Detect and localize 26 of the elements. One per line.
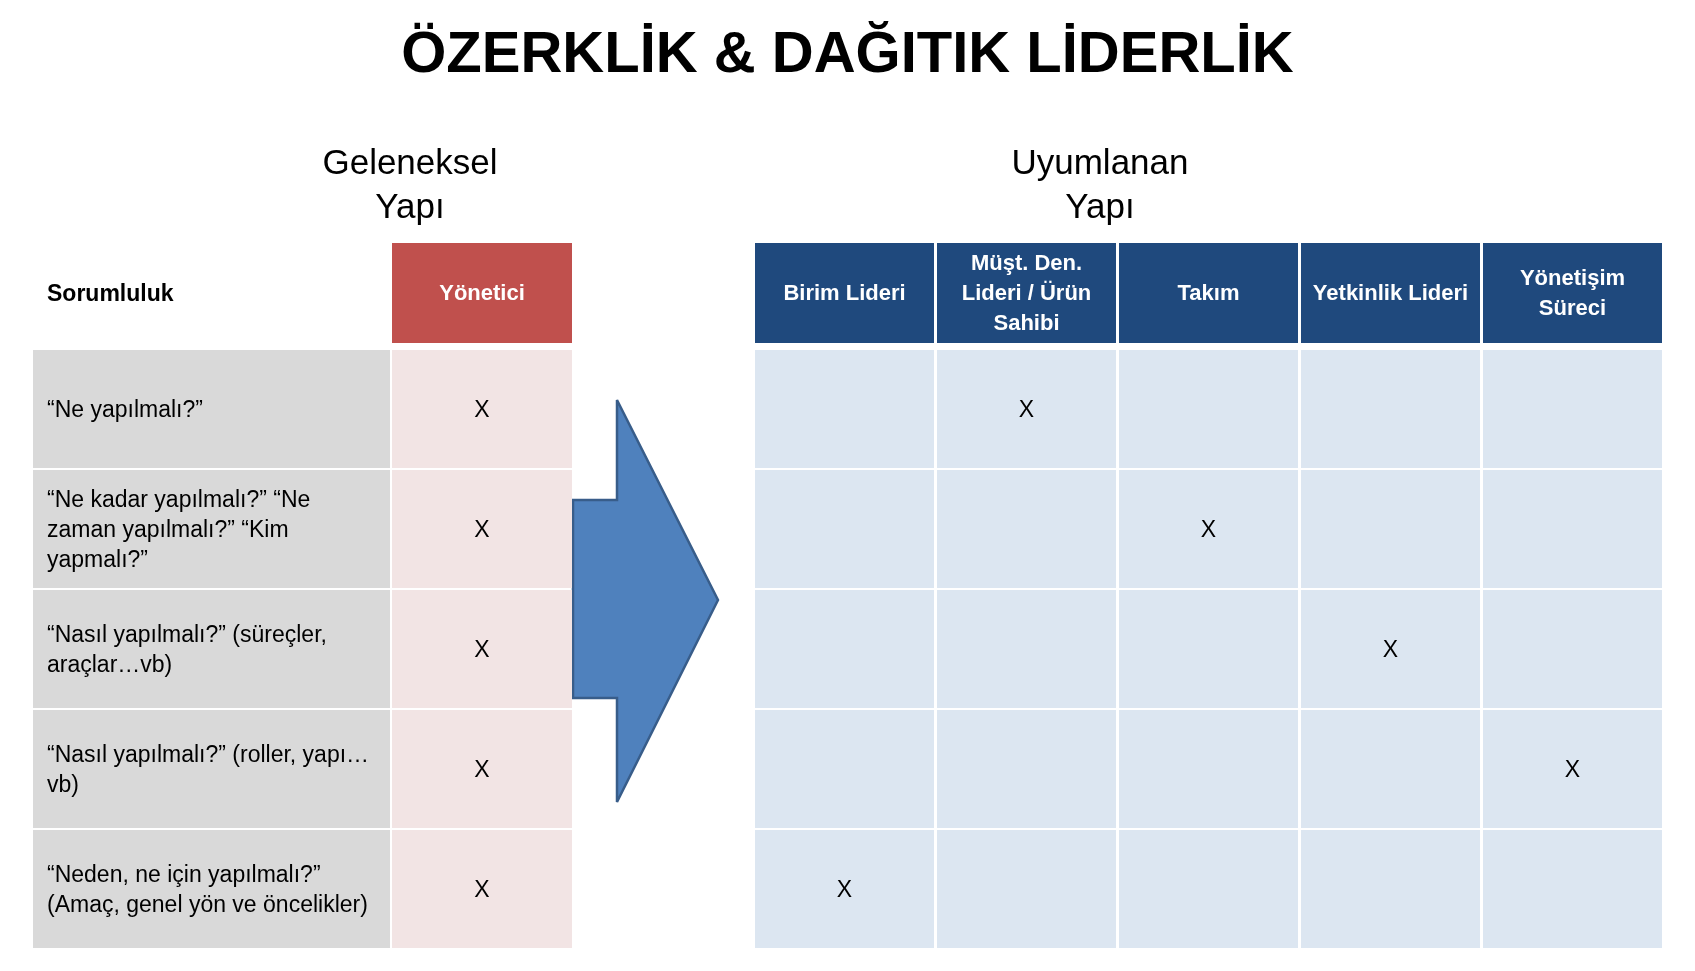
column-header: Sorumluluk [47, 279, 174, 308]
section-heading: Uyumlanan Yapı [1010, 141, 1190, 227]
section-heading: Geleneksel Yapı [321, 141, 499, 227]
table-cell: X [392, 350, 572, 468]
table-cell: “Ne kadar yapılmalı?” “Ne zaman yapılmalı?” “Kim yapmalı?” [33, 470, 390, 588]
column-header: Yetkinlik Lideri [1301, 243, 1480, 343]
table-cell: X [392, 590, 572, 708]
column-header: Müşt. Den. Lideri / Ürün Sahibi [937, 243, 1116, 343]
check-mark: X [836, 875, 853, 903]
column-header: Birim Lideri [755, 243, 934, 343]
table-cell: X [392, 830, 572, 948]
check-mark: X [1200, 515, 1217, 543]
column-header: Takım [1119, 243, 1298, 343]
table-cell: “Nasıl yapılmalı?” (süreçler, araçlar…vb) [33, 590, 390, 708]
table-cell: X [392, 710, 572, 828]
title: ÖZERKLİK & DAĞITIK LİDERLİK [400, 18, 1295, 85]
block-arrow [571, 398, 720, 804]
table-cell: X [392, 470, 572, 588]
check-mark: X [1018, 395, 1035, 423]
column-header: Yönetici [392, 243, 572, 343]
column-header: Yönetişim Süreci [1483, 243, 1662, 343]
table-cell: “Ne yapılmalı?” [33, 350, 390, 468]
table-cell: “Neden, ne için yapılmalı?” (Amaç, genel yön ve öncelikler) [33, 830, 390, 948]
table-cell: “Nasıl yapılmalı?” (roller, yapı…vb) [33, 710, 390, 828]
check-mark: X [1382, 635, 1399, 663]
check-mark: X [1564, 755, 1581, 783]
